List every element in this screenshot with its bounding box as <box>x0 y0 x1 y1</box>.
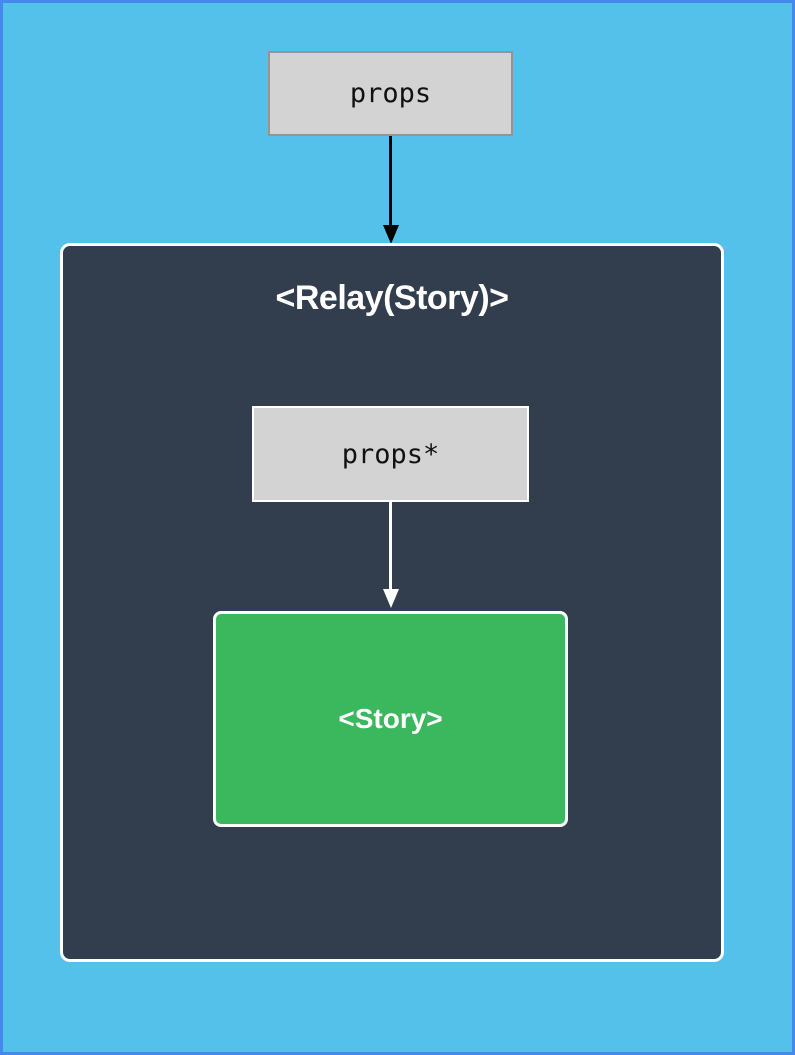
inner-props-flow-arrow-head-icon <box>383 589 399 608</box>
relay-story-container: <Relay(Story)> props* <Story> <box>60 243 724 962</box>
story-box-label: <Story> <box>338 703 443 734</box>
diagram-canvas: props <Relay(Story)> props* <Story> <box>3 3 792 1052</box>
story-box: <Story> <box>213 611 568 827</box>
props-star-box: props* <box>252 406 529 502</box>
inner-props-flow-arrow-shaft <box>389 501 392 589</box>
props-box: props <box>268 51 513 136</box>
relay-container-title: <Relay(Story)> <box>275 279 510 317</box>
props-flow-arrow-shaft <box>389 136 392 225</box>
props-flow-arrow-head-icon <box>383 225 399 244</box>
props-star-box-label: props* <box>341 438 440 470</box>
props-box-label: props <box>349 78 432 109</box>
